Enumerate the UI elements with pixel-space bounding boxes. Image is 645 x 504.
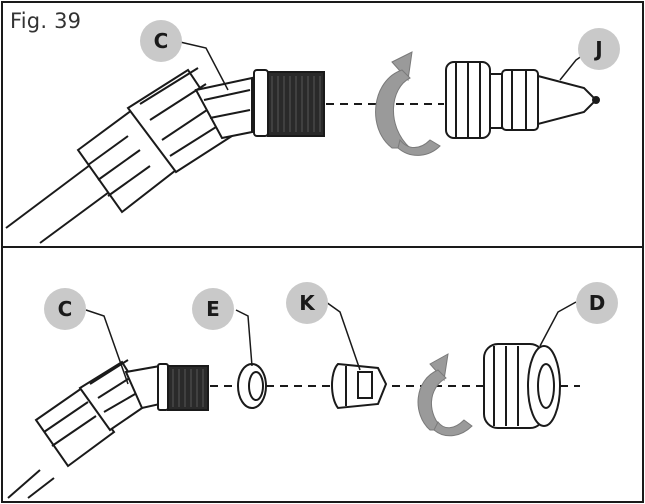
leader-lines-bottom xyxy=(85,301,577,385)
thread-stub-top xyxy=(267,71,325,137)
part-e-washer xyxy=(237,363,267,409)
callout-k: K xyxy=(286,282,328,324)
callout-e: E xyxy=(192,288,234,330)
top-panel xyxy=(5,41,600,244)
callout-j: J xyxy=(578,28,620,70)
part-c-bottom xyxy=(34,359,169,468)
part-j-nozzle xyxy=(445,61,600,139)
figure-label: Fig. 39 xyxy=(10,9,82,33)
callout-c-bottom: C xyxy=(44,288,86,330)
bottom-panel xyxy=(7,301,580,499)
part-c-top xyxy=(76,67,269,214)
callout-d: D xyxy=(576,282,618,324)
part-k-tip xyxy=(331,362,388,410)
thread-stub-bottom xyxy=(167,365,209,411)
curved-arrow-icon xyxy=(417,353,473,437)
curved-arrow-icon xyxy=(375,51,441,156)
callout-c-top: C xyxy=(140,20,182,62)
part-d-cap xyxy=(483,343,561,429)
lance-tube-bottom xyxy=(7,469,55,499)
